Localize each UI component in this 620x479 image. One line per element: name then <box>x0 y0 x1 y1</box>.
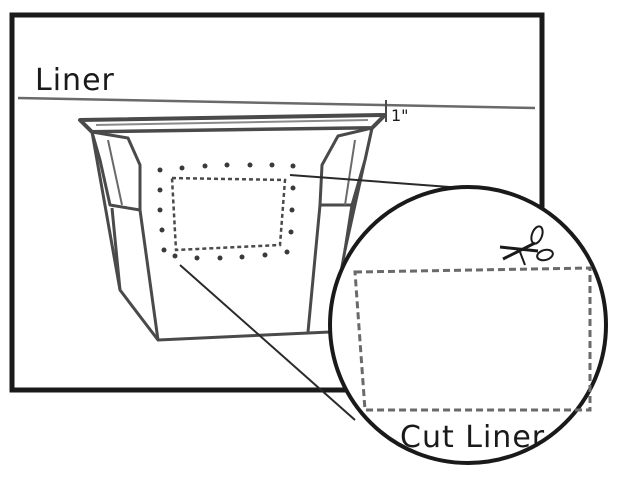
liner-label: Liner <box>35 63 115 98</box>
cut-liner-label: Cut Liner <box>400 420 545 455</box>
bin-right-handle-edge <box>306 204 354 333</box>
hole-dots <box>157 162 296 261</box>
measurement-label: 1" <box>391 106 409 125</box>
magnified-cut-outline <box>353 266 592 412</box>
bin-left-handle-edge <box>110 207 160 341</box>
bin-rim-inner <box>95 119 369 126</box>
liner-line <box>17 96 536 110</box>
connector-line-bottom <box>179 264 356 421</box>
bin-cut-outline <box>170 176 287 252</box>
bin-illustration <box>78 113 387 342</box>
bin-ridge <box>107 139 356 206</box>
scissors-icon <box>499 225 554 266</box>
